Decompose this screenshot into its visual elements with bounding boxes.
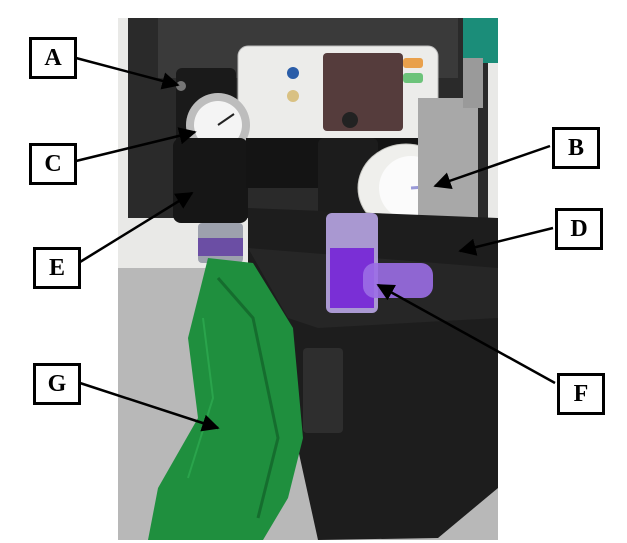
label-e: E — [33, 247, 81, 289]
label-f: F — [557, 373, 605, 415]
label-g: G — [33, 363, 81, 405]
ventilator-photo — [118, 18, 498, 540]
label-a: A — [29, 37, 77, 79]
label-d: D — [555, 208, 603, 250]
label-c: C — [29, 143, 77, 185]
label-b: B — [552, 127, 600, 169]
